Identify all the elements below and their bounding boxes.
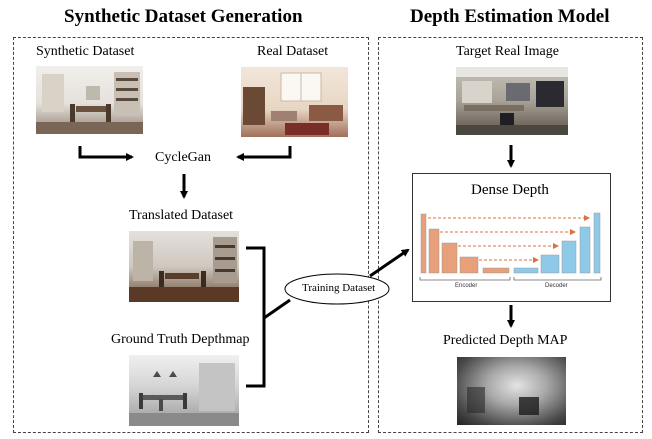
real-dataset-image <box>241 67 348 137</box>
cyclegan-label: CycleGan <box>155 150 211 165</box>
synthetic-dataset-label: Synthetic Dataset <box>36 44 135 59</box>
encoder-bar <box>428 228 440 274</box>
training-to-model-arrow <box>369 248 410 278</box>
real-to-cyclegan-arrow <box>236 146 292 161</box>
left-panel-title: Synthetic Dataset Generation <box>64 6 303 27</box>
encoder-bracket <box>419 277 511 281</box>
synthetic-dataset-image <box>36 66 143 134</box>
encoder-bar <box>482 267 510 274</box>
decoder-bar <box>513 267 539 274</box>
predicted-depth-map-image <box>457 357 566 425</box>
left-panel <box>13 37 369 433</box>
encoder-label: Encoder <box>455 283 478 289</box>
decoder-bar <box>561 240 577 274</box>
bracket-to-training-line <box>263 298 291 320</box>
training-dataset-ellipse <box>284 273 390 305</box>
decoder-label: Decoder <box>545 283 568 289</box>
encoder-bar <box>420 213 427 274</box>
training-dataset-label: Training Dataset <box>302 282 376 294</box>
target-real-image-label: Target Real Image <box>456 44 559 59</box>
decoder-bracket <box>513 277 602 281</box>
right-panel-title: Depth Estimation Model <box>410 6 610 27</box>
decoder-bar <box>540 254 560 274</box>
decoder-bar <box>579 226 591 274</box>
right-panel <box>378 37 643 433</box>
predicted-depth-map-label: Predicted Depth MAP <box>443 333 568 348</box>
target-real-image <box>456 67 568 135</box>
translated-dataset-image <box>129 231 239 302</box>
encoder-bar <box>459 256 479 274</box>
dense-depth-model-box <box>412 173 611 302</box>
encoder-bar <box>441 242 458 274</box>
ground-truth-depthmap-label: Ground Truth Depthmap <box>111 332 250 347</box>
synthetic-to-cyclegan-arrow <box>78 146 134 161</box>
ground-truth-depthmap-image <box>129 355 239 426</box>
decoder-bar <box>593 212 601 274</box>
translated-dataset-label: Translated Dataset <box>129 208 234 223</box>
dataset-bracket <box>246 246 266 388</box>
dense-depth-label: Dense Depth <box>471 182 549 198</box>
real-dataset-label: Real Dataset <box>257 44 329 59</box>
